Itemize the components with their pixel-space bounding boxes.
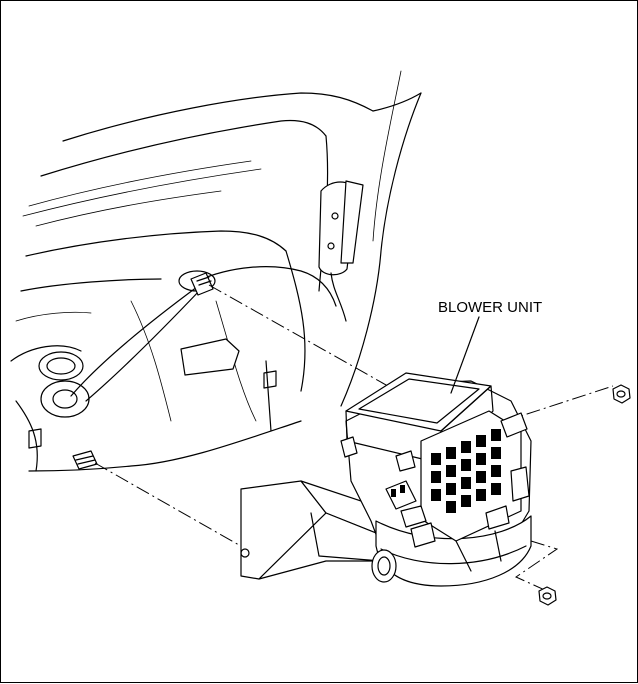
dashboard-body (10, 70, 422, 472)
blower-unit-callout: BLOWER UNIT (438, 299, 542, 394)
body-brackets (28, 338, 277, 449)
wiring-harness (70, 180, 364, 402)
body-grommets (38, 270, 216, 418)
filter-grid (431, 429, 501, 513)
blower-unit (240, 372, 532, 587)
nut-upper-right (612, 384, 631, 404)
blower-unit-label: BLOWER UNIT (438, 299, 542, 316)
nut-lower (538, 586, 557, 606)
mounting-studs (72, 272, 214, 470)
